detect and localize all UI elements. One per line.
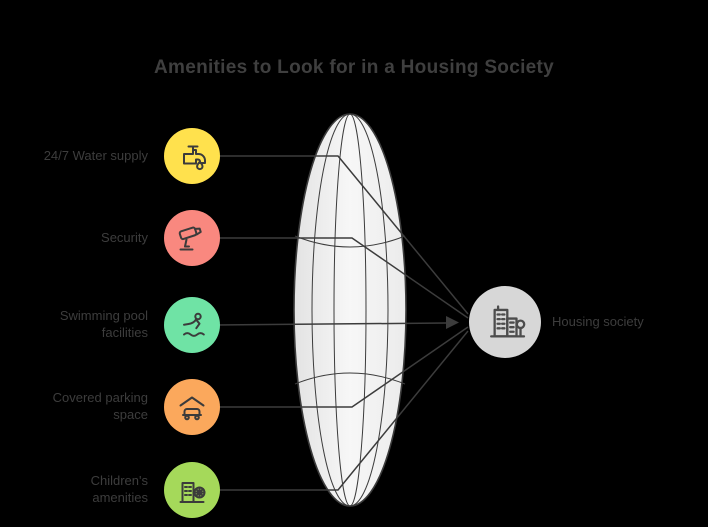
amusement-building-icon [179, 482, 206, 503]
housing-society-badge [469, 286, 541, 358]
water-supply-badge [164, 128, 220, 184]
list-item-water-supply: 24/7 Water supply [8, 122, 258, 190]
result-label: Housing society [552, 313, 644, 329]
childrens-amenities-badge [164, 462, 220, 518]
item-label-water-supply: 24/7 Water supply [43, 147, 148, 163]
page-title: Amenities to Look for in a Housing Socie… [153, 57, 555, 78]
connector-lines [215, 155, 469, 491]
swimmer-icon [183, 312, 205, 337]
arrowhead-icon [446, 316, 459, 329]
cctv-camera-icon [178, 226, 202, 251]
lens-graphic [293, 113, 407, 507]
item-label-swimming-pool: Swimming pool facilities [59, 308, 148, 340]
city-buildings-icon [490, 305, 526, 338]
item-label-covered-parking: Covered parking space [52, 390, 148, 422]
item-label-childrens-amenities: Children's amenities [90, 473, 148, 505]
list-item-covered-parking: Covered parking space [8, 373, 258, 441]
covered-parking-badge [164, 379, 220, 435]
item-label-security: Security [101, 229, 148, 245]
security-badge [164, 210, 220, 266]
list-item-childrens-amenities: Children's amenities [8, 456, 258, 524]
swimming-pool-badge [164, 297, 220, 353]
list-item-swimming-pool: Swimming pool facilities [8, 291, 258, 359]
water-tap-icon [183, 145, 206, 171]
list-item-security: Security [8, 204, 258, 272]
parking-garage-icon [179, 396, 205, 421]
